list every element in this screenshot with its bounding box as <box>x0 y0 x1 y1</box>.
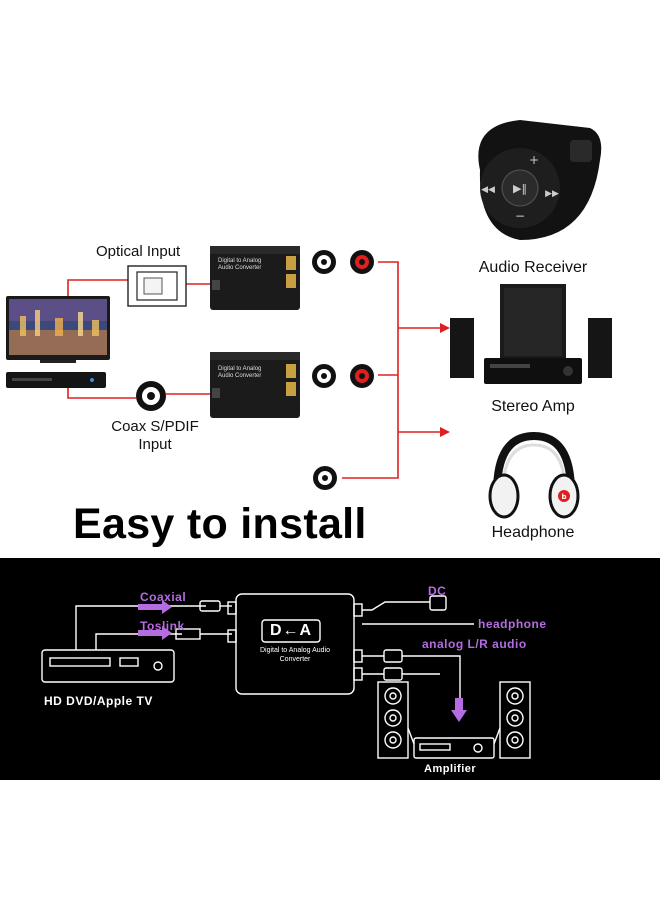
headphone-label: Headphone <box>491 524 575 541</box>
amplifier-outline <box>413 737 495 759</box>
dvd-player-icon <box>6 372 106 388</box>
svg-text:▶▶: ▶▶ <box>545 189 559 199</box>
dac-logo: D←A <box>269 622 313 639</box>
converter-1-text: Digital to Analog Audio Converter <box>218 258 261 272</box>
svg-text:b: b <box>561 493 566 501</box>
optical-port-icon <box>127 265 187 307</box>
svg-text:−: − <box>515 209 525 223</box>
svg-text:▶‖: ▶‖ <box>513 182 527 195</box>
amplifier-label: Amplifier <box>424 763 477 775</box>
converter-2-text-line2: Audio Converter <box>218 373 262 379</box>
dac-box-outline <box>227 593 363 695</box>
left-speaker-outline <box>377 681 409 759</box>
headline: Easy to install <box>73 500 367 548</box>
audio-receiver-label: Audio Receiver <box>478 259 588 276</box>
coax-port-icon <box>136 381 166 411</box>
dvd-player-outline <box>41 649 175 683</box>
bottom-wiring-panel <box>0 558 660 780</box>
analog-audio-label: analog L/R audio <box>422 637 527 651</box>
converter-2-text-line1: Digital to Analog <box>218 366 262 372</box>
headphone-output-label: headphone <box>478 617 547 631</box>
bottom-wiring-diagram <box>41 593 531 759</box>
arrow-to-receiver <box>440 323 450 333</box>
dac-caption-line2: Converter <box>279 656 311 663</box>
converter-1-text-line1: Digital to Analog <box>218 258 262 264</box>
converter-2-text: Digital to Analog Audio Converter <box>218 366 261 380</box>
top-connection-diagram: ▶‖ + − ◀◀ ▶▶ b <box>6 120 612 519</box>
converter-1-text-line2: Audio Converter <box>218 265 262 271</box>
coax-input-label: Coax S/PDIF Input <box>100 418 210 454</box>
coaxial-label: Coaxial <box>140 590 187 604</box>
svg-text:+: + <box>529 153 539 167</box>
coax-label-line2: Input <box>138 436 172 453</box>
dac-caption-line1: Digital to Analog Audio <box>259 647 331 654</box>
toslink-label: Toslink <box>140 619 185 633</box>
converter-box-2 <box>210 352 300 418</box>
optical-input-label: Optical Input <box>96 243 181 260</box>
headphone-icon: b <box>488 431 580 519</box>
tv-icon <box>6 296 110 363</box>
dac-caption: Digital to Analog Audio Converter <box>240 646 350 664</box>
right-speaker-outline <box>499 681 531 759</box>
svg-text:◀◀: ◀◀ <box>481 185 495 195</box>
stereo-amp-icon <box>450 284 612 384</box>
coax-label-line1: Coax S/PDIF <box>111 418 199 435</box>
stereo-amp-label: Stereo Amp <box>491 398 575 415</box>
converter-box-1 <box>210 246 300 310</box>
dc-label: DC <box>428 584 447 598</box>
arrow-to-headphone <box>440 427 450 437</box>
rca-jacks <box>312 250 374 490</box>
audio-receiver-icon: ▶‖ + − ◀◀ ▶▶ <box>478 120 602 240</box>
source-device-label: HD DVD/Apple TV <box>44 694 153 708</box>
